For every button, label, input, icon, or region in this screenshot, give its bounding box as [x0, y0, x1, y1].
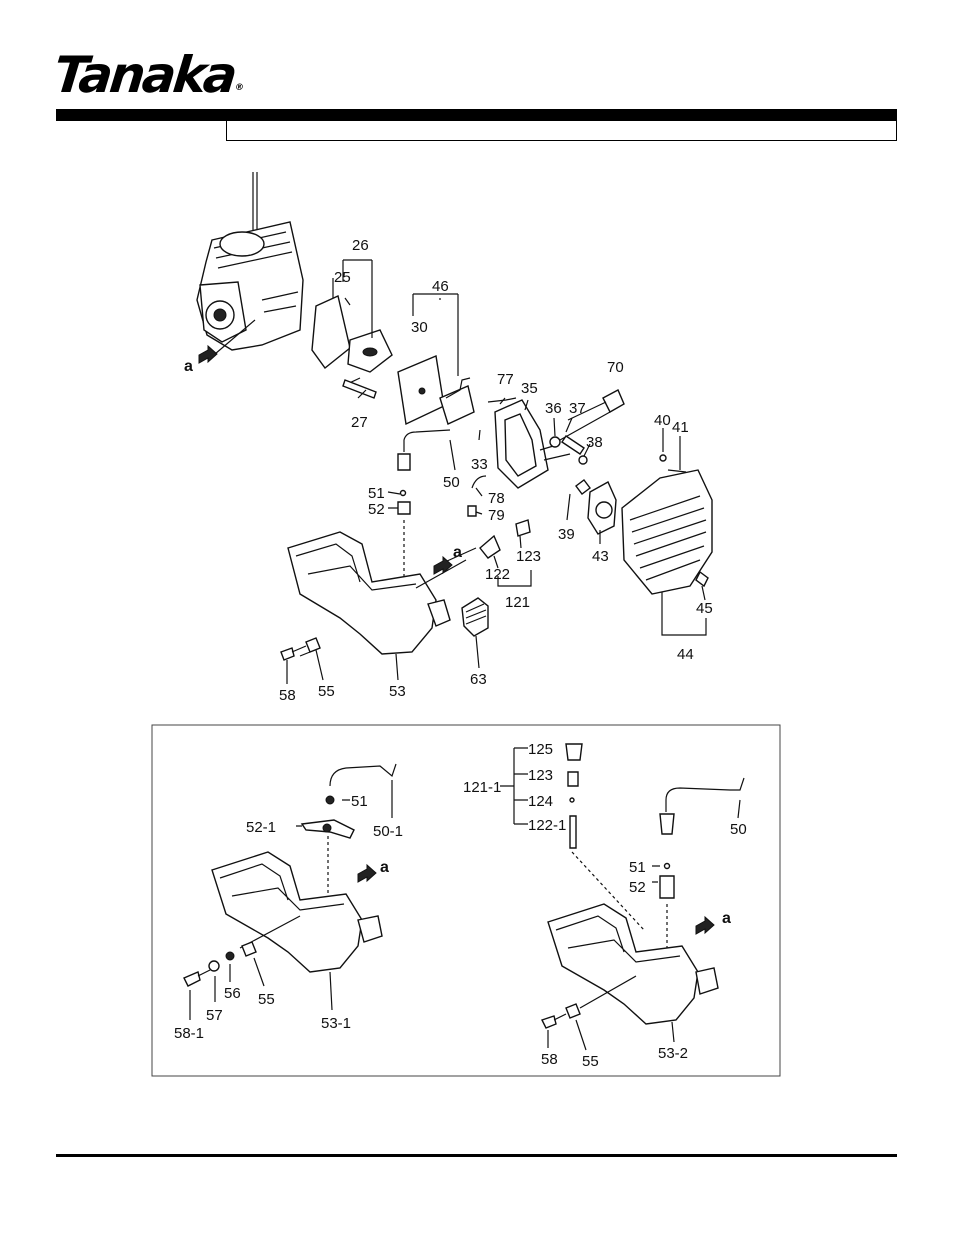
engine-block [196, 172, 304, 351]
inset-right-tank [500, 743, 745, 1051]
label-51-inset: 51 [351, 793, 368, 810]
label-122-1: 122-1 [528, 817, 566, 834]
label-39: 39 [558, 526, 575, 543]
label-53: 53 [389, 683, 406, 700]
footer-rule [56, 1154, 897, 1157]
label-40: 40 [654, 412, 671, 429]
arrow-letter-tank: a [453, 544, 462, 561]
header-bar [56, 109, 897, 121]
label-51: 51 [368, 485, 385, 502]
label-30: 30 [411, 319, 428, 336]
label-33: 33 [471, 456, 488, 473]
arrow-letter-inset-left: a [380, 859, 389, 876]
label-55: 55 [318, 683, 335, 700]
insulator-assembly [311, 259, 393, 399]
carburetor-assembly [397, 293, 475, 426]
arrow-letter-engine: a [184, 358, 193, 375]
fuel-filter [415, 519, 532, 589]
fuel-tank-main [287, 531, 451, 657]
tank-bolt-and-grommet [280, 637, 321, 661]
variant-inset-frame [151, 724, 781, 1077]
label-78: 78 [488, 490, 505, 507]
label-123: 123 [516, 548, 541, 565]
title-box [226, 121, 897, 141]
label-50: 50 [443, 474, 460, 491]
label-125: 125 [528, 741, 553, 758]
label-52-1: 52-1 [246, 819, 276, 836]
label-38: 38 [586, 434, 603, 451]
label-58-inset: 58 [541, 1051, 558, 1068]
label-53-2: 53-2 [658, 1045, 688, 1062]
air-cleaner-cover [587, 469, 713, 636]
arrow-a-engine [198, 344, 218, 364]
label-123-inset: 123 [528, 767, 553, 784]
leader-lines [286, 278, 706, 684]
label-122: 122 [485, 566, 510, 583]
label-50-1: 50-1 [373, 823, 403, 840]
label-27: 27 [351, 414, 368, 431]
label-41: 41 [672, 419, 689, 436]
label-37: 37 [569, 400, 586, 417]
label-124: 124 [528, 793, 553, 810]
arrow-letter-inset-right: a [722, 910, 731, 927]
fuel-cap [461, 597, 489, 637]
fuel-pipe-main [397, 429, 487, 590]
label-35: 35 [521, 380, 538, 397]
label-57: 57 [206, 1007, 223, 1024]
label-77: 77 [497, 371, 514, 388]
label-53-1: 53-1 [321, 1015, 351, 1032]
label-63: 63 [470, 671, 487, 688]
inset-right-labels: 125 123 121-1 124 122-1 50 51 52 58 55 5… [463, 741, 747, 1070]
inset-left-labels: 51 50-1 52-1 58-1 57 56 55 53-1 [174, 793, 403, 1042]
label-50-inset: 50 [730, 821, 747, 838]
label-52: 52 [368, 501, 385, 518]
label-55-inset: 55 [258, 991, 275, 1008]
label-55-inset-right: 55 [582, 1053, 599, 1070]
main-labels: 26 25 46 30 27 77 35 70 36 37 40 41 38 3… [279, 237, 713, 704]
label-44: 44 [677, 646, 694, 663]
label-79: 79 [488, 507, 505, 524]
inset-left-tank [183, 763, 397, 1020]
fastener-parts [549, 389, 687, 495]
label-46: 46 [432, 278, 449, 295]
air-cleaner-body [487, 397, 571, 489]
label-58-1: 58-1 [174, 1025, 204, 1042]
label-43: 43 [592, 548, 609, 565]
label-25: 25 [334, 269, 351, 286]
label-51-inset-right: 51 [629, 859, 646, 876]
label-45: 45 [696, 600, 713, 617]
label-121-1: 121-1 [463, 779, 501, 796]
label-58: 58 [279, 687, 296, 704]
label-52-inset-right: 52 [629, 879, 646, 896]
label-36: 36 [545, 400, 562, 417]
label-121: 121 [505, 594, 530, 611]
label-56: 56 [224, 985, 241, 1002]
label-70: 70 [607, 359, 624, 376]
arrow-a-tank [433, 555, 453, 575]
label-26: 26 [352, 237, 369, 254]
